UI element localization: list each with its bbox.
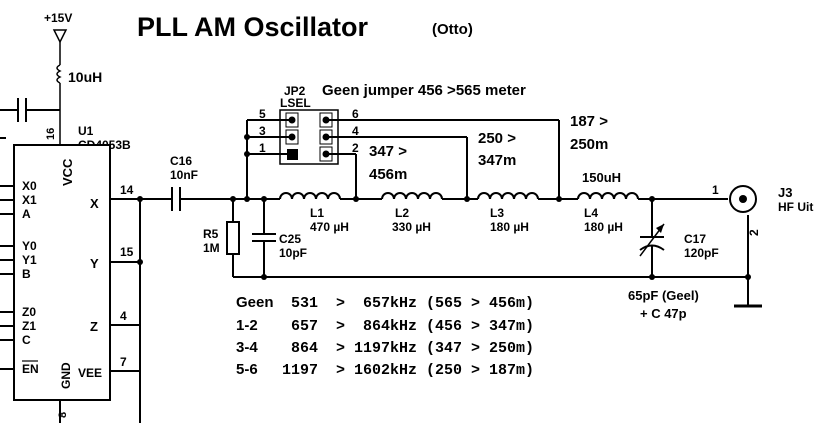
c25-value: 10pF [279, 246, 307, 260]
ic-pin-vee-number: 7 [120, 355, 127, 369]
table-row-1-select: Geen [236, 294, 274, 311]
band-label-1-line2: 456m [369, 166, 407, 183]
ic-pin-gnd-label: GND [59, 362, 73, 389]
ic-pin-z-label: Z [90, 319, 98, 334]
ic-body [13, 144, 111, 401]
c17-plate-b [639, 244, 665, 251]
ic-pin-vcc-number: 16 [45, 128, 57, 140]
jumper-name: LSEL [280, 96, 311, 110]
jumper-pin4-number: 4 [352, 124, 359, 138]
table-row-1-range: 531 > 657kHz (565 > 456m) [282, 295, 534, 312]
coil-l1-ref: L1 [310, 206, 324, 220]
ic-pin-vcc-label: VCC [60, 158, 75, 186]
choke-label: 10uH [68, 69, 102, 85]
j3-ref: J3 [778, 185, 792, 200]
coil-l1 [279, 192, 341, 200]
ic-pin-z1: Z1 [22, 319, 36, 333]
ic-pin-x0: X0 [22, 179, 37, 193]
jumper-pin6-number: 6 [352, 107, 359, 121]
c16-value: 10nF [170, 168, 198, 182]
ic-pin-z0: Z0 [22, 305, 36, 319]
r5-value: 1M [203, 241, 220, 255]
ic-ref: U1 [78, 124, 94, 138]
c17-note-2: + C 47p [640, 306, 687, 321]
table-row-4-range: 1197 > 1602kHz (250 > 187m) [282, 362, 534, 379]
ic-pin-y-number: 15 [120, 245, 134, 259]
c17-note-1: 65pF (Geel) [628, 288, 699, 303]
table-row-2-range: 657 > 864kHz (456 > 347m) [282, 318, 534, 335]
c16-ref: C16 [170, 154, 192, 168]
ic-pin-z-number: 4 [120, 309, 127, 323]
band-label-2-line1: 250 > [478, 130, 516, 147]
jumper-pin2-number: 2 [352, 141, 359, 155]
coil-l2 [381, 192, 443, 200]
coil-l4 [577, 192, 639, 200]
l4-top-label: 150uH [582, 170, 621, 185]
coil-l3-value: 180 µH [490, 220, 529, 234]
jumper-note: Geen jumper 456 >565 meter [322, 82, 526, 99]
node-jp-pin1-bus [244, 151, 250, 157]
ic-pin-c: C [22, 333, 31, 347]
band-label-1-line1: 347 > [369, 143, 407, 160]
jumper-pin1-number: 1 [259, 141, 266, 155]
table-row-4-select: 5-6 [236, 361, 258, 378]
ic-pin-gnd-number: 8 [57, 412, 69, 418]
ic-pin-y0: Y0 [22, 239, 37, 253]
table-row-2-select: 1-2 [236, 317, 258, 334]
jumper-ref: JP2 [284, 84, 306, 98]
coil-l3-ref: L3 [490, 206, 504, 220]
ic-pin-y1: Y1 [22, 253, 37, 267]
j3-pin1-number: 1 [712, 183, 719, 197]
c17-ref: C17 [684, 232, 706, 246]
node-y [137, 259, 143, 265]
frequency-table: Geen 531 > 657kHz (565 > 456m) 1-2 657 >… [236, 294, 534, 379]
band-label-2-line2: 347m [478, 152, 516, 169]
coil-l4-ref: L4 [584, 206, 598, 220]
j3-label: HF Uit [778, 200, 813, 214]
schematic-title: PLL AM Oscillator [137, 12, 369, 42]
supply-arrow-icon [52, 29, 68, 44]
node-jp-pin3 [244, 134, 250, 140]
ic-pin-en: EN [22, 362, 39, 376]
band-label-3-line1: 187 > [570, 113, 608, 130]
ic-pin-a: A [22, 207, 31, 221]
jumper-pin3-number: 3 [259, 124, 266, 138]
band-label-3-line2: 250m [570, 136, 608, 153]
j3-center-pin [739, 195, 747, 203]
r5-ref: R5 [203, 227, 219, 241]
coil-l4-value: 180 µH [584, 220, 623, 234]
coil-l1-value: 470 µH [310, 220, 349, 234]
table-row-3-select: 3-4 [236, 339, 258, 356]
c25-ref: C25 [279, 232, 301, 246]
author-label: (Otto) [432, 21, 473, 38]
j3-pin2-number: 2 [747, 229, 761, 236]
c17-arrow-head-icon [656, 224, 664, 233]
supply-label: +15V [44, 11, 72, 25]
r5-body [226, 221, 240, 255]
coil-l3 [477, 192, 539, 200]
ic-pin-x1: X1 [22, 193, 37, 207]
jumper-pin1 [287, 149, 298, 160]
coil-l2-value: 330 µH [392, 220, 431, 234]
ic-pin-b: B [22, 267, 31, 281]
coil-l2-ref: L2 [395, 206, 409, 220]
ic-pin-x-label: X [90, 196, 99, 211]
choke-10uh [56, 64, 62, 84]
ic-pin-vee-label: VEE [78, 366, 102, 380]
jumper-pin5-number: 5 [259, 107, 266, 121]
table-row-3-range: 864 > 1197kHz (347 > 250m) [282, 340, 534, 357]
c17-value: 120pF [684, 246, 719, 260]
node-c25-bottom [261, 274, 267, 280]
ic-pin-x-number: 14 [120, 183, 134, 197]
ic-pin-y-label: Y [90, 256, 99, 271]
